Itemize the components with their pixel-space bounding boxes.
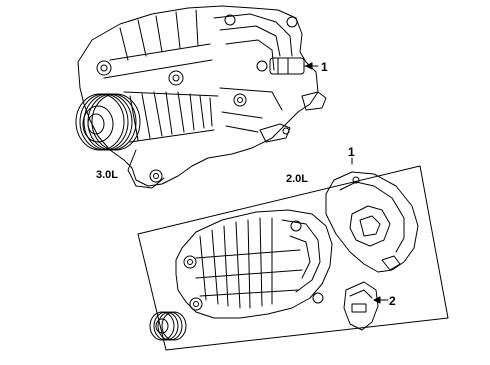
leader-arrow-1-upper [305, 62, 313, 70]
label-engine-3-0l: 3.0L [96, 169, 118, 181]
label-engine-2-0l: 2.0L [286, 173, 308, 185]
pulley-2-0l [149, 311, 187, 341]
callout-2: 2 [389, 294, 396, 308]
voltage-regulator [343, 281, 387, 331]
kit-group-box [137, 157, 449, 351]
leader-arrow-2 [373, 296, 381, 304]
rear-cover-2-0l [325, 171, 419, 273]
rear-connector-3-0l [259, 91, 327, 143]
alternator-2-0l [175, 209, 333, 319]
alternator-3-0l [75, 5, 327, 189]
callout-1-upper: 1 [321, 60, 328, 74]
terminal-post-3-0l [256, 57, 315, 75]
callout-1-kit: 1 [348, 145, 355, 159]
